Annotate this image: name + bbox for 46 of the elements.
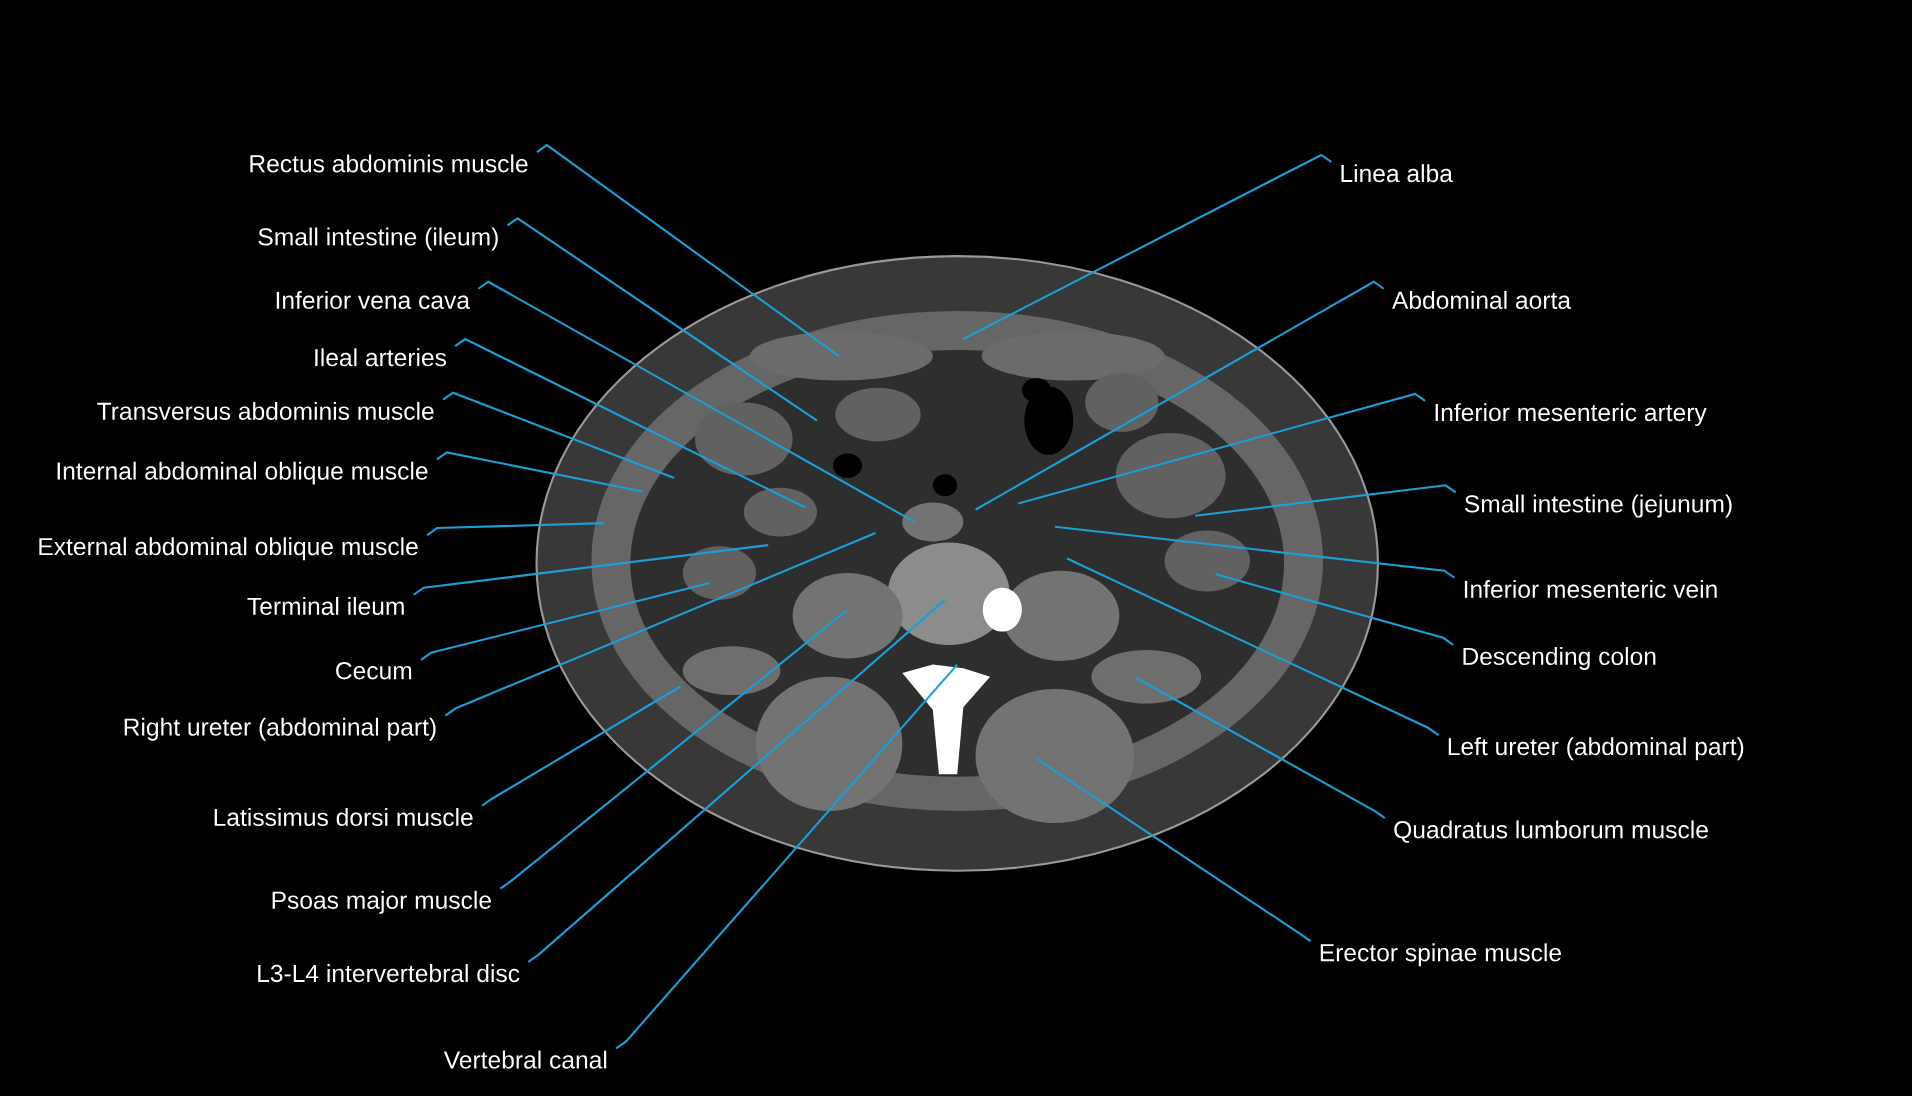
leader-line [1035,757,1312,942]
structure-label: Ileal arteries [315,348,447,367]
structure-label: Cecum [336,662,412,680]
structure-label: Transversus abdominis muscle [97,401,434,420]
leader-line [426,522,604,536]
structure-label: Small intestine (jejunum) [1464,494,1732,518]
structure-label: Right ureter (abdominal part) [124,717,436,741]
structure-label: Rectus abdominis muscle [250,154,528,173]
leader-line [1066,557,1440,736]
structure-label: L3-L4 intervertebral disc [258,964,520,983]
structure-label: Latissimus dorsi muscle [214,808,473,826]
structure-label: Internal abdominal oblique muscle [57,461,428,485]
structure-label: Abdominal aorta [1392,291,1572,309]
leader-line [420,581,710,661]
leader-line [1215,573,1454,646]
leader-line [507,217,818,422]
structure-label: Erector spinae muscle [1320,943,1561,967]
leader-line [527,599,946,963]
leader-line [442,391,675,479]
structure-label: Quadratus lumborum muscle [1394,820,1708,843]
leader-line [615,663,958,1050]
leader-line [444,531,876,717]
structure-label: Psoas major muscle [272,890,491,914]
leader-line [1054,525,1456,579]
leader-line [413,544,769,596]
leader-line [975,280,1385,511]
structure-label: Linea alba [1341,164,1453,183]
leader-line [536,143,840,357]
structure-label: External abdominal oblique muscle [39,537,418,561]
leader-line [454,337,806,509]
leader-line [477,280,916,523]
structure-label: Left ureter (abdominal part) [1448,737,1744,761]
structure-label: Vertebral canal [443,1050,607,1069]
structure-label: Inferior vena cava [276,291,471,309]
structure-label: Terminal ileum [247,597,404,615]
leader-line [499,608,849,890]
leader-line [962,153,1332,340]
leader-line [1136,677,1386,820]
structure-label: Small intestine (ileum) [258,227,498,251]
leader-line [481,685,681,807]
leader-line [1017,392,1426,505]
structure-label: Descending colon [1463,647,1656,670]
leader-line [436,451,643,493]
structure-label: Inferior mesenteric artery [1435,403,1707,427]
leader-line [1194,484,1457,517]
structure-label: Inferior mesenteric vein [1464,580,1717,598]
